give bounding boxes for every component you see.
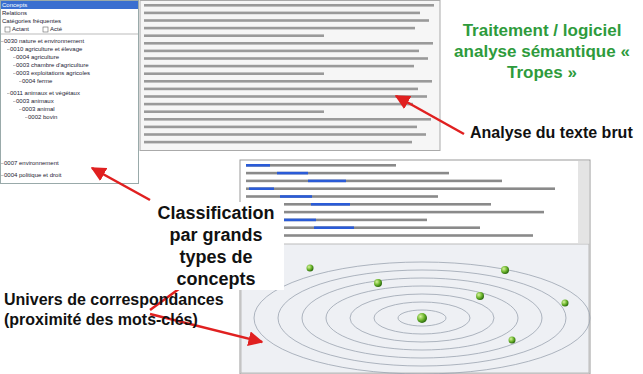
tree-panel [1,1,139,184]
tab-label: Relations [2,10,27,17]
concentric-rings [254,262,590,374]
tree-item: 0003 exploitations agricoles [16,70,90,77]
tree-item: 0004 politique et droit [4,172,61,179]
results-panel [240,160,590,374]
tab-label: Concepts [2,2,27,9]
tab-label: Acté [50,26,62,33]
tree-item: 0011 animaux et végétaux [10,90,80,97]
text-panel [140,1,440,151]
separator [1,34,138,35]
selected-row [1,1,138,9]
tree-item: 0003 animal [22,106,55,113]
tree-item: 0030 nature et environnement [4,38,84,45]
tree-item: 0002 bovin [28,114,57,121]
graph-panel [241,244,589,373]
callout-label: Classification par grands types de conce… [148,202,284,290]
keyword-spheres [307,265,569,344]
tree-item: 0003 chambre d'agriculture [16,62,89,69]
callout-label: Analyse du texte brut [468,124,643,142]
tree-item: 0004 ferme [22,78,52,85]
tree-item: 0004 agriculture [16,54,59,61]
title: Traitement / logiciel analyse sémantique… [446,20,638,83]
tab-label: Actant [12,26,29,33]
text-lines [144,4,434,143]
text-lines [246,164,555,237]
tree-item: 0007 environnement [4,160,59,167]
tab-label: Catégories fréquentes [2,18,61,25]
tree-item: 0003 animaux [16,98,54,105]
callout-label: Univers de correspondances (proximité de… [4,290,238,330]
scrollbar [578,161,589,243]
tree-item: 0010 agriculture et élevage [10,46,82,53]
